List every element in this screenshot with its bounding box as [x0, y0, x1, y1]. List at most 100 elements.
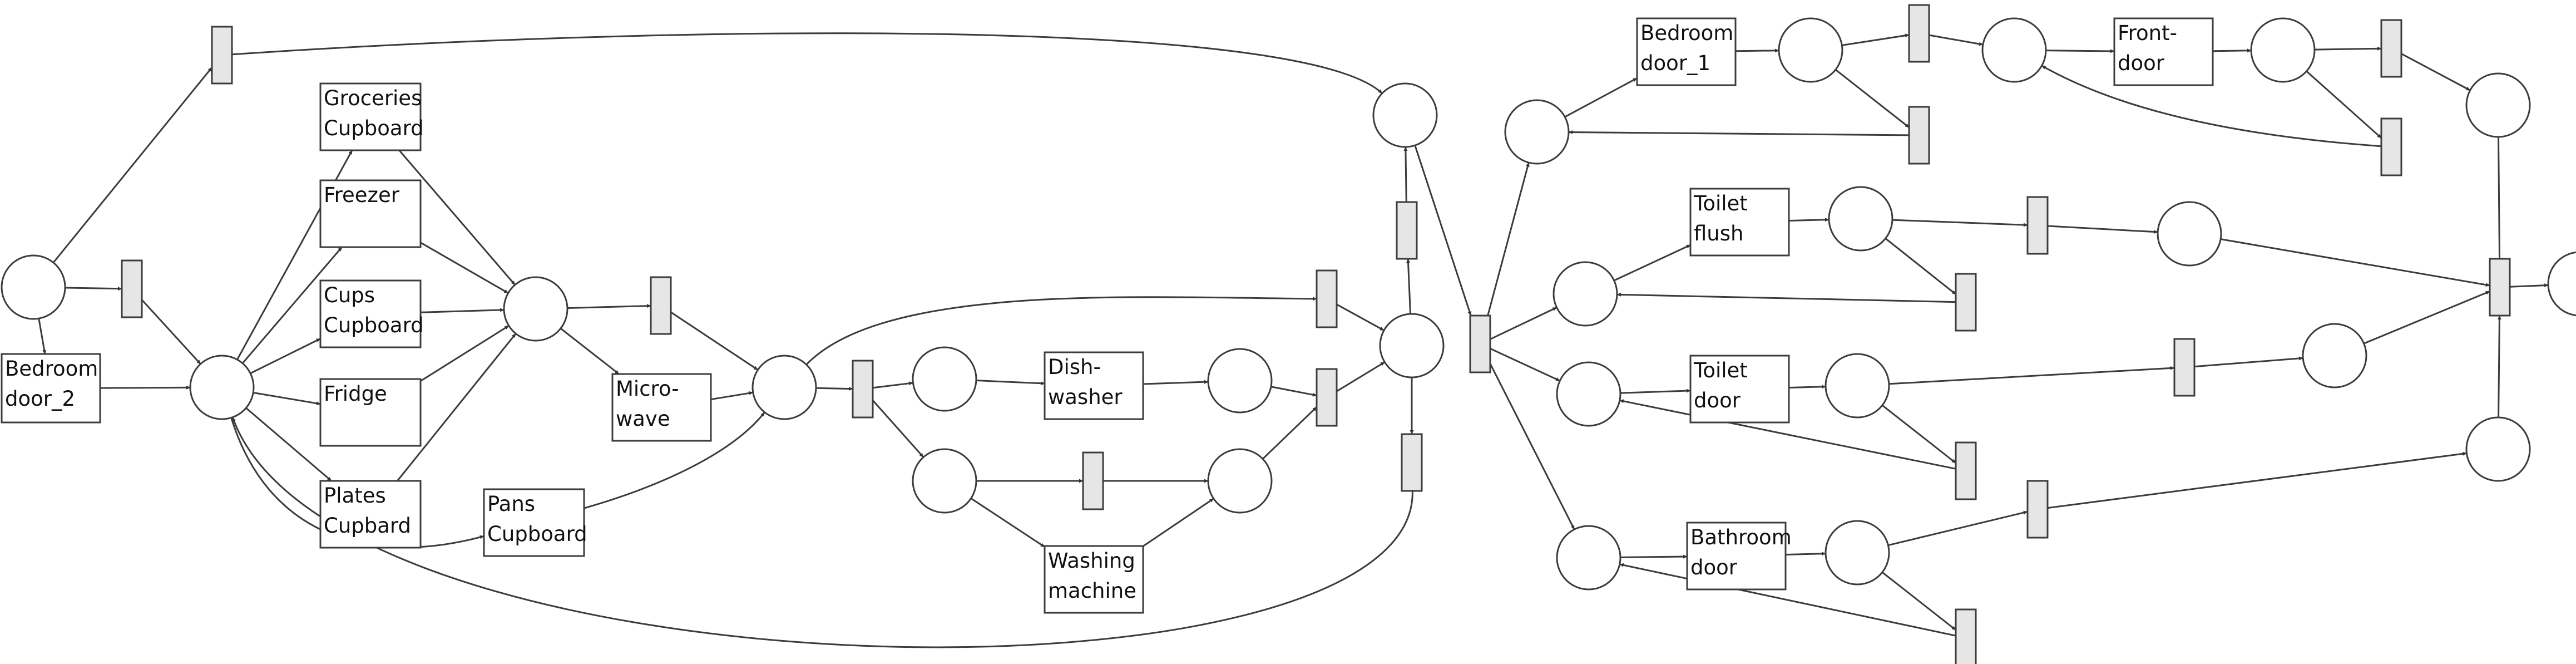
place-p13 — [2250, 17, 2316, 83]
arc-p5-t6 — [1270, 386, 1317, 397]
place-p12 — [1981, 17, 2047, 83]
box-plates-cupboard-frame — [319, 480, 422, 549]
transitions-layer — [121, 4, 2511, 664]
transition-t5 — [1316, 269, 1338, 328]
transition-t15 — [1955, 273, 1977, 332]
transition-t18 — [2026, 480, 2049, 539]
place-p21 — [1556, 525, 1621, 591]
arc-bedroom-door-2-p1 — [100, 385, 191, 390]
transition-t3 — [852, 360, 874, 419]
arc-p0-t1 — [65, 287, 122, 291]
label-text: door — [1694, 388, 1741, 412]
arc-p16-t14 — [1892, 219, 2028, 227]
arc-p0-t0 — [52, 67, 213, 263]
places-layer — [1, 17, 2576, 591]
arc-p10-bedroom-door-1 — [1564, 77, 1638, 118]
place-p23 — [2465, 416, 2531, 482]
place-p17 — [2157, 201, 2222, 267]
box-microwave: Micro-wave — [611, 373, 712, 442]
arc-p2-t2 — [567, 304, 651, 309]
label-text: Front- — [2118, 21, 2177, 45]
box-bedroom-door-2-frame — [1, 353, 101, 424]
arc-p13-t13 — [2306, 70, 2382, 139]
transition-t4 — [1082, 451, 1104, 510]
arc-t15-p15 — [1616, 292, 1956, 303]
arc-t18-p23 — [2047, 451, 2467, 509]
arc-p19-t16 — [1888, 366, 2175, 385]
box-bathroom-door-frame — [1686, 522, 1787, 591]
place-p18 — [1556, 361, 1621, 427]
box-toilet-flush-frame — [1689, 188, 1790, 257]
label-text: washer — [1048, 385, 1123, 409]
box-bedroom-door-1-frame — [1636, 17, 1737, 86]
box-groceries-cupboard-frame — [319, 82, 422, 151]
arc-p22-t19 — [1881, 572, 1956, 631]
place-p6 — [912, 448, 977, 514]
arc-p11-t10 — [1842, 33, 1910, 46]
arc-cups-cupboard-p2 — [420, 308, 505, 313]
arc-toilet-door-p19 — [1788, 385, 1826, 389]
arc-dishwasher-p5 — [1143, 380, 1209, 385]
arc-t6-p9 — [1336, 361, 1386, 392]
transition-t20 — [2489, 258, 2511, 317]
place-p15 — [1552, 261, 1618, 327]
label-text: Groceries — [324, 86, 422, 110]
arc-pans-cupboard-p3 — [584, 411, 765, 509]
arc-p19-t17 — [1881, 405, 1956, 464]
arc-p23-t20 — [2497, 315, 2501, 418]
transition-t9 — [1469, 314, 1491, 373]
label-text: door — [1690, 555, 1738, 579]
arc-groceries-cupboard-p2 — [398, 150, 516, 286]
label-text: Bedroom — [1640, 21, 1733, 45]
arc-t2-p3 — [670, 311, 759, 371]
arc-p1-plates-cupbard — [245, 407, 332, 482]
arc-t0-p8 — [231, 32, 1383, 94]
transition-t2 — [650, 276, 672, 335]
arc-freezer-p2 — [420, 242, 509, 294]
box-front-door: Front-door — [2113, 17, 2214, 86]
arc-p20-t20 — [2364, 291, 2490, 345]
arc-p7-t6 — [1262, 406, 1318, 460]
label-text: Fridge — [324, 382, 387, 406]
arc-microwave-p3 — [710, 391, 753, 401]
arc-p15-toilet-flush — [1614, 244, 1691, 282]
box-freezer: Freezer — [319, 179, 422, 248]
label-text: Toilet — [1693, 358, 1748, 382]
arc-plates-cupbard-p2 — [397, 333, 517, 481]
arc-p18-toilet-door — [1620, 388, 1691, 394]
arc-t19-p21 — [1619, 563, 1956, 637]
arc-p1-fridge — [253, 391, 321, 406]
box-toilet-door-frame — [1689, 355, 1790, 424]
arc-t9-p18 — [1490, 347, 1560, 382]
label-text: wave — [616, 407, 670, 431]
label-text: Micro- — [616, 377, 679, 401]
label-text: Plates — [324, 484, 386, 508]
arc-toilet-flush-p16 — [1788, 218, 1830, 222]
label-text: machine — [1048, 579, 1136, 603]
arc-washing-machine-p7 — [1143, 498, 1214, 547]
arc-t3-p4 — [872, 381, 913, 389]
transition-t12 — [2380, 19, 2402, 78]
box-pans-cupboard-frame — [483, 488, 585, 557]
label-text: Cups — [324, 283, 375, 307]
place-p8 — [1372, 82, 1438, 148]
place-p2 — [503, 276, 568, 342]
arc-bathroom-door-p22 — [1785, 552, 1826, 556]
arc-t3-p6 — [872, 400, 924, 458]
box-toilet-door: Toilet door — [1689, 355, 1790, 424]
place-p1 — [189, 355, 255, 420]
arc-t14-p17 — [2047, 225, 2158, 234]
transition-t10 — [1908, 4, 1930, 63]
transition-t17 — [1955, 441, 1977, 500]
place-p9 — [1379, 313, 1445, 378]
